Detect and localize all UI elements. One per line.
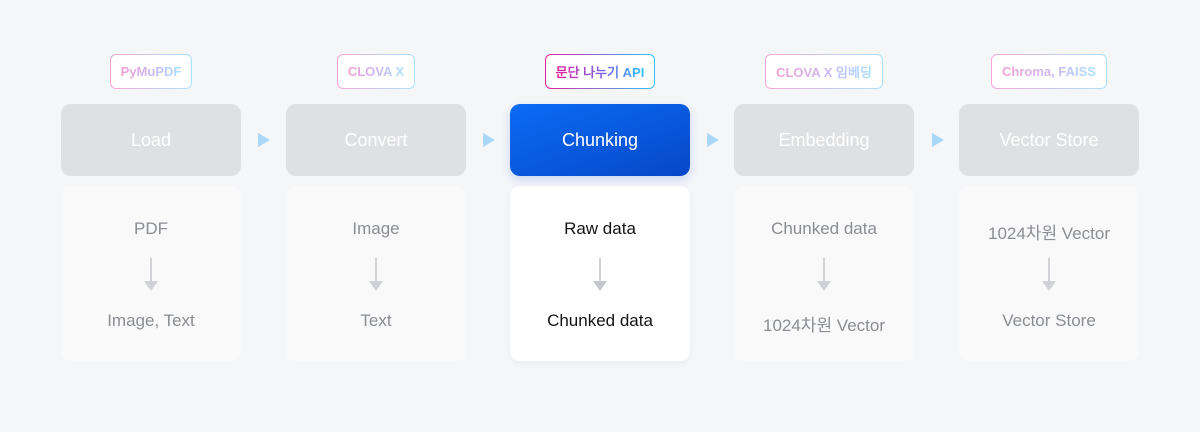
stage-input: Image <box>352 219 400 238</box>
tool-tag: 문단 나누기 API <box>545 54 656 89</box>
stage-output: Chunked data <box>547 311 653 330</box>
tool-tag-label: PyMuPDF <box>120 64 182 79</box>
stage-title: Load <box>61 104 241 176</box>
down-arrow-icon <box>369 258 383 291</box>
down-arrow-icon <box>593 258 607 291</box>
stage-card: PDF Image, Text <box>61 186 241 361</box>
stage-title: Vector Store <box>959 104 1139 176</box>
right-triangle-arrow-icon <box>483 133 495 147</box>
stage-title: Embedding <box>734 104 914 176</box>
right-triangle-arrow-icon <box>258 133 270 147</box>
stage-card: Image Text <box>286 186 466 361</box>
stage-title: Chunking <box>510 104 690 176</box>
tool-tag: Chroma, FAISS <box>991 54 1107 89</box>
down-arrow-icon <box>144 258 158 291</box>
tag-wrap: CLOVA X <box>286 54 466 89</box>
tag-wrap: 문단 나누기 API <box>510 54 690 89</box>
right-triangle-arrow-icon <box>932 133 944 147</box>
stage-card: 1024차원 Vector Vector Store <box>959 186 1139 361</box>
right-triangle-arrow-icon <box>707 133 719 147</box>
tool-tag-label: Chroma, FAISS <box>1002 64 1096 79</box>
tool-tag-label: CLOVA X 임베딩 <box>776 62 872 81</box>
down-arrow-icon <box>817 258 831 291</box>
stage-title: Convert <box>286 104 466 176</box>
tool-tag-label: 문단 나누기 API <box>556 62 645 81</box>
stage-input: PDF <box>134 219 168 238</box>
stage-output: Vector Store <box>1002 311 1096 330</box>
stage-input: 1024차원 Vector <box>987 224 1111 243</box>
tag-wrap: Chroma, FAISS <box>959 54 1139 89</box>
stage-input: Chunked data <box>771 219 877 238</box>
stage-card: Chunked data 1024차원 Vector <box>734 186 914 361</box>
stage-output: Text <box>360 311 392 330</box>
tool-tag-label: CLOVA X <box>347 64 405 79</box>
tag-wrap: PyMuPDF <box>61 54 241 89</box>
down-arrow-icon <box>1042 258 1056 291</box>
stage-card: Raw data Chunked data <box>510 186 690 361</box>
stage-output: Image, Text <box>107 311 195 330</box>
tool-tag: PyMuPDF <box>110 54 193 89</box>
tool-tag: CLOVA X 임베딩 <box>765 54 883 89</box>
stage-input: Raw data <box>564 219 636 238</box>
tool-tag: CLOVA X <box>337 54 415 89</box>
tag-wrap: CLOVA X 임베딩 <box>734 54 914 89</box>
stage-output: 1024차원 Vector <box>762 316 886 335</box>
